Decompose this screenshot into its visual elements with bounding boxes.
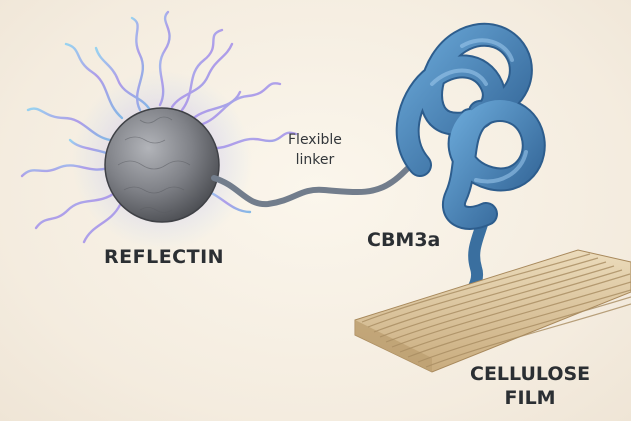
cellulose-film-label-line1: CELLULOSE <box>470 363 591 385</box>
flexible-linker-label-line1: Flexible <box>288 132 342 148</box>
flexible-linker-label: Flexible linker <box>288 130 342 170</box>
reflectin-sphere-texture <box>117 116 191 213</box>
cellulose-fibers <box>361 253 631 368</box>
reflectin-label: REFLECTIN <box>104 246 225 268</box>
flexible-linker-label-line2: linker <box>295 152 335 168</box>
cbm3a-label: CBM3a <box>367 229 441 251</box>
flexible-linker <box>211 159 419 208</box>
reflectin-group <box>20 10 298 250</box>
cellulose-film-label-line2: FILM <box>504 387 556 409</box>
cellulose-film <box>354 249 631 373</box>
cbm3a-protein <box>395 22 546 304</box>
cellulose-film-label: CELLULOSE FILM <box>470 362 590 410</box>
reflectin-sphere <box>104 107 220 223</box>
